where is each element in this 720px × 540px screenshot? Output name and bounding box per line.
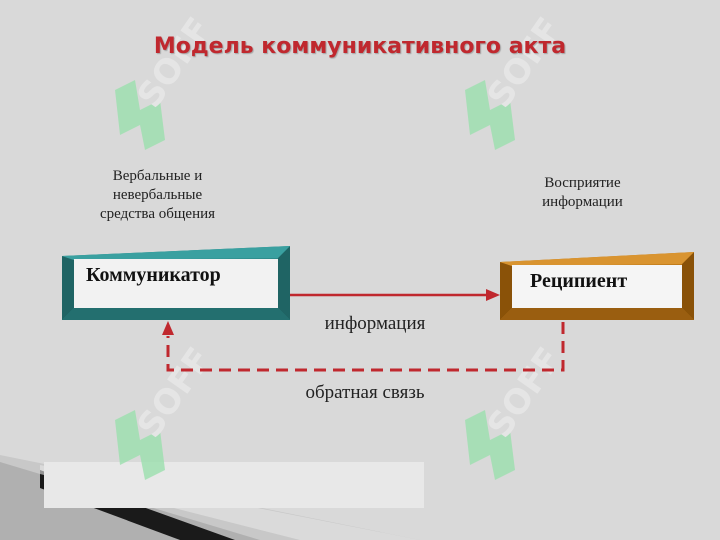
svg-text:SOFF: SOFF	[130, 340, 220, 445]
lower-panel	[44, 462, 424, 508]
means-note-line-2: невербальные	[112, 187, 203, 203]
means-note-line-1: Вербальные и	[112, 168, 203, 184]
information-label: информация	[324, 313, 426, 334]
communicator-box	[62, 246, 290, 320]
means-note-line-3: средства общения	[99, 206, 216, 222]
watermark: SOFF SOFF SOFF SOFF	[115, 10, 570, 480]
recipient-label: Реципиент	[530, 270, 628, 292]
perception-note-line-1: Восприятие	[544, 175, 621, 191]
svg-text:SOFF: SOFF	[130, 10, 220, 115]
information-arrow	[290, 289, 500, 301]
feedback-arrowhead	[162, 321, 174, 335]
svg-text:SOFF: SOFF	[480, 340, 570, 445]
recipient-box	[500, 252, 694, 320]
means-note: Вербальные и невербальные средства общен…	[70, 167, 245, 224]
slide-title: Модель коммуникативного акта	[153, 34, 567, 59]
svg-text:SOFF: SOFF	[480, 10, 570, 115]
perception-note: Восприятие информации	[510, 174, 655, 212]
communicator-label: Коммуникатор	[86, 264, 221, 286]
feedback-label: обратная связь	[305, 382, 425, 403]
feedback-arrow	[166, 322, 565, 372]
perception-note-line-2: информации	[542, 194, 623, 210]
